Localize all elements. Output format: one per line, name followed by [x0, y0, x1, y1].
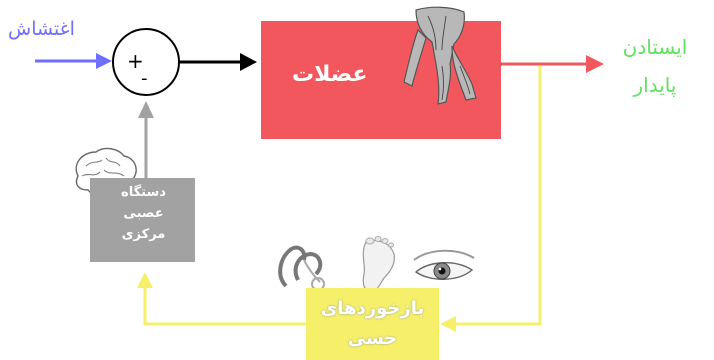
disturbance-arrow	[35, 53, 112, 69]
leg-muscles-icon	[403, 6, 477, 105]
sensory-feedback-label: بازخوردهای حسی	[306, 294, 439, 354]
output-line-1: ایستادن	[622, 35, 688, 59]
output-line-2: پایدار	[633, 73, 677, 97]
sum-plus-sign: +	[127, 49, 144, 73]
cns-label: دستگاه عصبی مرکزی	[96, 182, 191, 245]
cns-line-1: دستگاه	[121, 185, 166, 200]
disturbance-label: اغتشاش	[8, 18, 75, 40]
sensory-line-1: بازخوردهای	[320, 298, 425, 319]
cns-line-3: مرکزی	[121, 227, 166, 242]
junction-to-muscles-arrow	[180, 53, 257, 71]
eye-icon	[413, 249, 475, 280]
output-arrow	[501, 55, 604, 73]
sensory-line-2: حسی	[347, 328, 398, 349]
feedback-path	[137, 66, 542, 332]
summing-junction: + -	[112, 28, 180, 96]
sensory-feedback-block	[306, 288, 439, 360]
muscles-label: عضلات	[292, 62, 368, 87]
cns-to-junction-arrow	[138, 101, 154, 178]
sum-minus-sign: -	[141, 68, 148, 89]
foot-icon	[362, 236, 395, 293]
inner-ear-icon	[278, 245, 325, 291]
output-label: ایستادن پایدار	[600, 28, 710, 104]
cns-line-2: عصبی	[123, 206, 164, 221]
cns-block	[90, 178, 195, 262]
